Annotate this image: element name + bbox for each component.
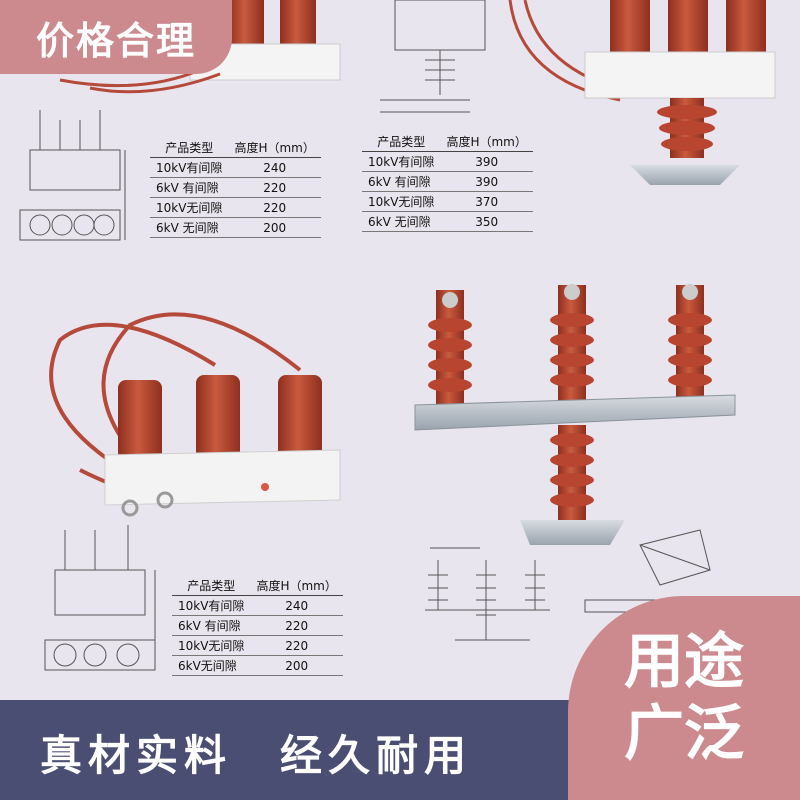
height-cell: 220 — [228, 197, 321, 218]
table-header: 高度H（mm） — [440, 132, 533, 152]
height-cell: 350 — [440, 211, 533, 232]
type-cell: 10kV无间隙 — [362, 191, 441, 212]
height-cell: 370 — [440, 191, 533, 212]
height-cell: 200 — [228, 217, 321, 238]
type-cell: 10kV无间隙 — [172, 635, 251, 656]
table-header: 产品类型 — [150, 138, 229, 158]
insulator-right — [668, 284, 712, 405]
height-cell: 240 — [250, 595, 343, 616]
drawing-top-left — [19, 110, 126, 241]
height-cell: 240 — [228, 157, 321, 178]
usage-badge: 用途 广泛 — [568, 596, 800, 800]
type-cell: 10kV无间隙 — [150, 197, 229, 218]
arrester-middle-right — [414, 284, 736, 545]
height-cell: 220 — [250, 615, 343, 636]
price-banner: 价格合理 — [0, 0, 232, 74]
type-cell: 10kV有间隙 — [150, 157, 229, 178]
type-cell: 6kV 无间隙 — [150, 217, 229, 238]
drawing-bottom-left — [44, 525, 156, 671]
height-cell: 390 — [440, 171, 533, 192]
table-header: 产品类型 — [362, 132, 441, 152]
type-cell: 6kV 有间隙 — [172, 615, 251, 636]
height-cell: 390 — [440, 151, 533, 172]
height-cell: 220 — [250, 635, 343, 656]
insulator-left — [428, 290, 472, 410]
type-cell: 10kV有间隙 — [172, 595, 251, 616]
badge-line-2: 广泛 — [624, 699, 744, 769]
height-cell: 200 — [250, 655, 343, 676]
table-header: 高度H（mm） — [228, 138, 321, 158]
table-header: 高度H（mm） — [250, 576, 343, 596]
badge-line-1: 用途 — [624, 627, 744, 697]
arrester-top-right — [508, 0, 776, 185]
type-cell: 6kV 无间隙 — [362, 211, 441, 232]
type-cell: 6kV 有间隙 — [362, 171, 441, 192]
drawing-bottom-middle — [425, 547, 550, 641]
height-cell: 220 — [228, 177, 321, 198]
insulator-center — [550, 284, 594, 410]
type-cell: 6kV 有间隙 — [150, 177, 229, 198]
table-header: 产品类型 — [172, 576, 251, 596]
type-cell: 6kV无间隙 — [172, 655, 251, 676]
drawing-top-middle — [380, 0, 486, 113]
arrester-middle-left — [49, 312, 341, 517]
insulator-lower — [550, 425, 594, 525]
slogan-text: 真材实料 经久耐用 — [40, 731, 473, 780]
type-cell: 10kV有间隙 — [362, 151, 441, 172]
